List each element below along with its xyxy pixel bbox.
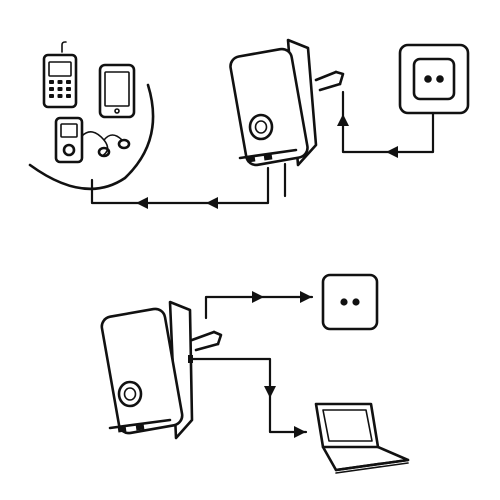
socket-to-charger-flow — [337, 90, 435, 158]
mobile-phone-icon — [42, 41, 78, 109]
earphones-icon — [81, 131, 131, 158]
smartphone-icon — [98, 63, 136, 119]
wall-socket-icon — [398, 43, 470, 115]
usb-charger-passthrough-icon — [100, 300, 223, 440]
bottom-scene — [100, 273, 410, 474]
charger-to-devices-flow — [90, 162, 287, 209]
top-scene — [28, 38, 470, 209]
laptop-icon — [314, 402, 410, 474]
mp3-player-icon — [54, 116, 84, 164]
devices-group-arc — [28, 83, 155, 191]
usb-charger-icon — [229, 38, 345, 167]
wall-socket-bottom-icon — [321, 273, 379, 331]
charger-to-laptop-flow — [188, 357, 308, 438]
charger-to-socket-flow — [204, 291, 314, 320]
